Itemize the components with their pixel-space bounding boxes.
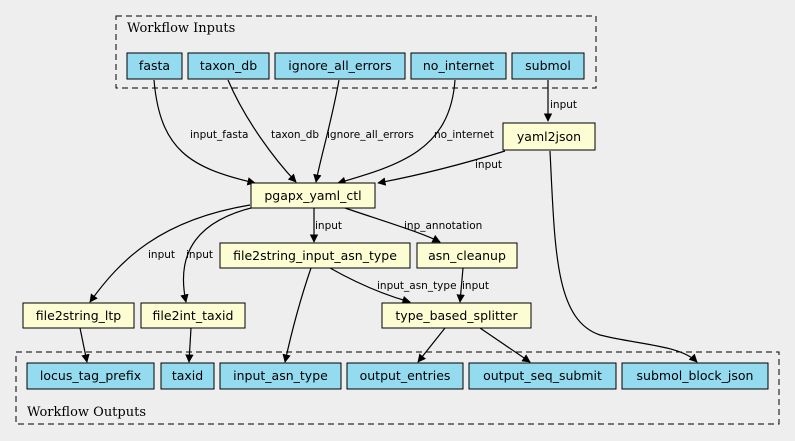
workflow-inputs-title: Workflow Inputs [127,21,235,36]
workflow-outputs-cluster: Workflow Outputs [15,351,780,425]
edge-ltp-to-locus-tag-prefix [79,327,90,363]
edge-file2string-asn-to-input-asn-type [282,267,312,363]
step-node-type-based-splitter[interactable]: type_based_splitter [381,302,532,329]
output-node-input-asn-type-label: input_asn_type [233,368,328,383]
edge-label-ctl-taxid-input: input [186,249,213,261]
step-node-file2string-ltp[interactable]: file2string_ltp [22,302,135,329]
step-node-file2int-taxid-label: file2int_taxid [153,308,234,323]
edge-splitter-to-output-entries [417,327,446,363]
output-node-taxid[interactable]: taxid [160,362,215,390]
output-node-output-entries[interactable]: output_entries [346,362,464,390]
edge-label-inp-annotation: inp_annotation [404,220,482,232]
edge-pgapx-to-file2string-ltp [89,204,251,303]
edge-label-ctl-asn-input: input [315,220,342,232]
input-node-taxon-db[interactable]: taxon_db [187,52,270,80]
edge-label-ignore-all-errors: ignore_all_errors [327,129,414,141]
edge-label-cleanup-input: input [462,280,489,292]
edge-yaml2json-to-submol-block [549,150,698,363]
edge-label-submol-input: input [550,99,577,111]
input-node-ignore-all-errors[interactable]: ignore_all_errors [274,52,406,80]
output-node-locus-tag-prefix[interactable]: locus_tag_prefix [26,362,155,390]
edge-ignore-errors-to-pgapx [313,79,340,183]
edge-taxon-db-to-pgapx [227,79,297,183]
step-node-type-based-splitter-label: type_based_splitter [395,308,518,323]
edge-yaml2json-to-pgapx [377,150,506,186]
input-node-no-internet-label: no_internet [423,58,494,73]
output-node-locus-tag-prefix-label: locus_tag_prefix [40,368,141,383]
edge-fasta-to-pgapx [153,79,256,186]
edge-label-no-internet: no_internet [434,129,494,141]
step-node-pgapx-yaml-ctl-label: pgapx_yaml_ctl [264,188,361,203]
edge-splitter-to-output-seq-submit [479,327,531,363]
edge-taxid-to-taxid-output [185,327,194,363]
output-node-output-seq-submit[interactable]: output_seq_submit [468,362,617,390]
input-node-submol[interactable]: submol [511,52,585,80]
input-node-ignore-all-errors-label: ignore_all_errors [288,58,391,73]
output-node-taxid-label: taxid [172,368,203,383]
edge-pgapx-to-asn-cleanup [344,207,441,243]
output-node-submol-block-json-label: submol_block_json [637,368,754,383]
output-node-output-entries-label: output_entries [360,368,451,383]
workflow-outputs-title: Workflow Outputs [27,405,146,420]
edge-pgapx-to-file2int-taxid [180,206,256,303]
step-node-asn-cleanup[interactable]: asn_cleanup [416,242,518,269]
edge-file2string-asn-to-splitter [329,267,411,305]
step-node-file2string-input-asn-type-label: file2string_input_asn_type [233,248,397,263]
edge-label-input-fasta: input_fasta [190,129,248,141]
step-node-yaml2json[interactable]: yaml2json [502,122,596,151]
output-node-output-seq-submit-label: output_seq_submit [483,368,602,383]
workflow-inputs-cluster: Workflow Inputs [115,15,597,89]
step-node-yaml2json-label: yaml2json [517,129,581,144]
edge-label-ctl-ltp-input: input [148,249,175,261]
step-node-file2int-taxid[interactable]: file2int_taxid [140,302,246,329]
output-node-input-asn-type[interactable]: input_asn_type [219,362,342,390]
edge-label-input-asn-type: input_asn_type [377,280,457,292]
input-node-no-internet[interactable]: no_internet [410,52,507,80]
edge-asn-cleanup-to-splitter [456,267,465,303]
step-node-pgapx-yaml-ctl[interactable]: pgapx_yaml_ctl [250,182,376,209]
edge-label-yaml-input: input [475,159,502,171]
step-node-asn-cleanup-label: asn_cleanup [428,248,506,263]
input-node-submol-label: submol [525,58,571,73]
step-node-file2string-input-asn-type[interactable]: file2string_input_asn_type [219,242,411,269]
input-node-taxon-db-label: taxon_db [200,58,257,73]
output-node-submol-block-json[interactable]: submol_block_json [621,362,769,390]
step-node-file2string-ltp-label: file2string_ltp [36,308,121,323]
edge-label-taxon-db: taxon_db [271,129,319,141]
input-node-fasta[interactable]: fasta [126,52,183,80]
edge-no-internet-to-pgapx [337,79,456,185]
input-node-fasta-label: fasta [139,58,170,73]
